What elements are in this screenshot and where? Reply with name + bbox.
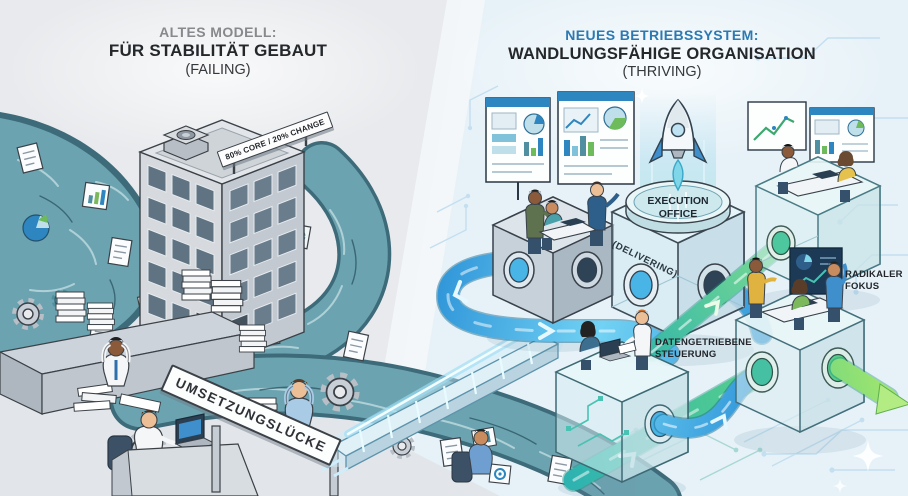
right-title-block: NEUES BETRIEBSSYSTEM: WANDLUNGSFÄHIGE OR…	[497, 27, 827, 82]
pie-chart-icon	[22, 214, 50, 242]
flow-pipe-green-exit	[829, 357, 908, 415]
worker-partial	[451, 429, 493, 483]
right-status: (THRIVING)	[622, 64, 702, 81]
pipe-port	[503, 251, 603, 289]
target-card-icon	[488, 463, 512, 485]
office-building	[138, 119, 308, 366]
worker-seated	[837, 151, 857, 202]
right-kicker: NEUES BETRIEBSSYSTEM:	[565, 27, 759, 43]
bar-chart-icon	[81, 181, 111, 211]
analyst-standing	[525, 189, 554, 254]
analyst-pointing	[587, 181, 620, 246]
glowing-bridge	[321, 320, 563, 478]
worker-seated	[778, 144, 799, 194]
stressed-worker	[101, 337, 131, 387]
left-title-block: ALTES MODELL: FÜR STABILITÄT GEBAUT (FAI…	[58, 24, 378, 80]
laptop-icon	[812, 170, 840, 179]
radical-focus-label: RADIKALER FOKUS	[845, 269, 903, 293]
analyst-seated	[538, 200, 598, 250]
left-status: (FAILING)	[185, 61, 251, 78]
worker-standing	[747, 257, 777, 318]
dashboard-icon	[557, 91, 635, 185]
strategy-cube	[747, 101, 882, 295]
dashboard-icon	[485, 97, 551, 183]
rocket-icon	[648, 98, 708, 222]
dashboard-icon	[809, 107, 875, 163]
rooftop-ac-unit	[162, 125, 210, 161]
worker-standing	[617, 309, 652, 370]
execution-office-label: EXECUTION OFFICE	[647, 195, 709, 220]
dashboard-cube	[485, 91, 635, 325]
right-title: WANDLUNGSFÄHIGE ORGANISATION	[508, 45, 816, 64]
worker-seated	[791, 279, 811, 330]
laptop-worker	[107, 410, 259, 496]
circuit-icon	[566, 396, 629, 447]
worker-laptop	[579, 321, 632, 370]
left-kicker: ALTES MODELL:	[159, 24, 277, 40]
worker-pointing	[825, 261, 848, 322]
paper-pile	[73, 383, 162, 413]
line-chart-icon	[747, 101, 807, 151]
data-cube	[554, 309, 690, 484]
data-driven-label: DATENGETRIEBENE STEUERUNG	[655, 337, 752, 361]
left-title: FÜR STABILITÄT GEBAUT	[108, 41, 328, 61]
pipe-port	[766, 225, 796, 261]
